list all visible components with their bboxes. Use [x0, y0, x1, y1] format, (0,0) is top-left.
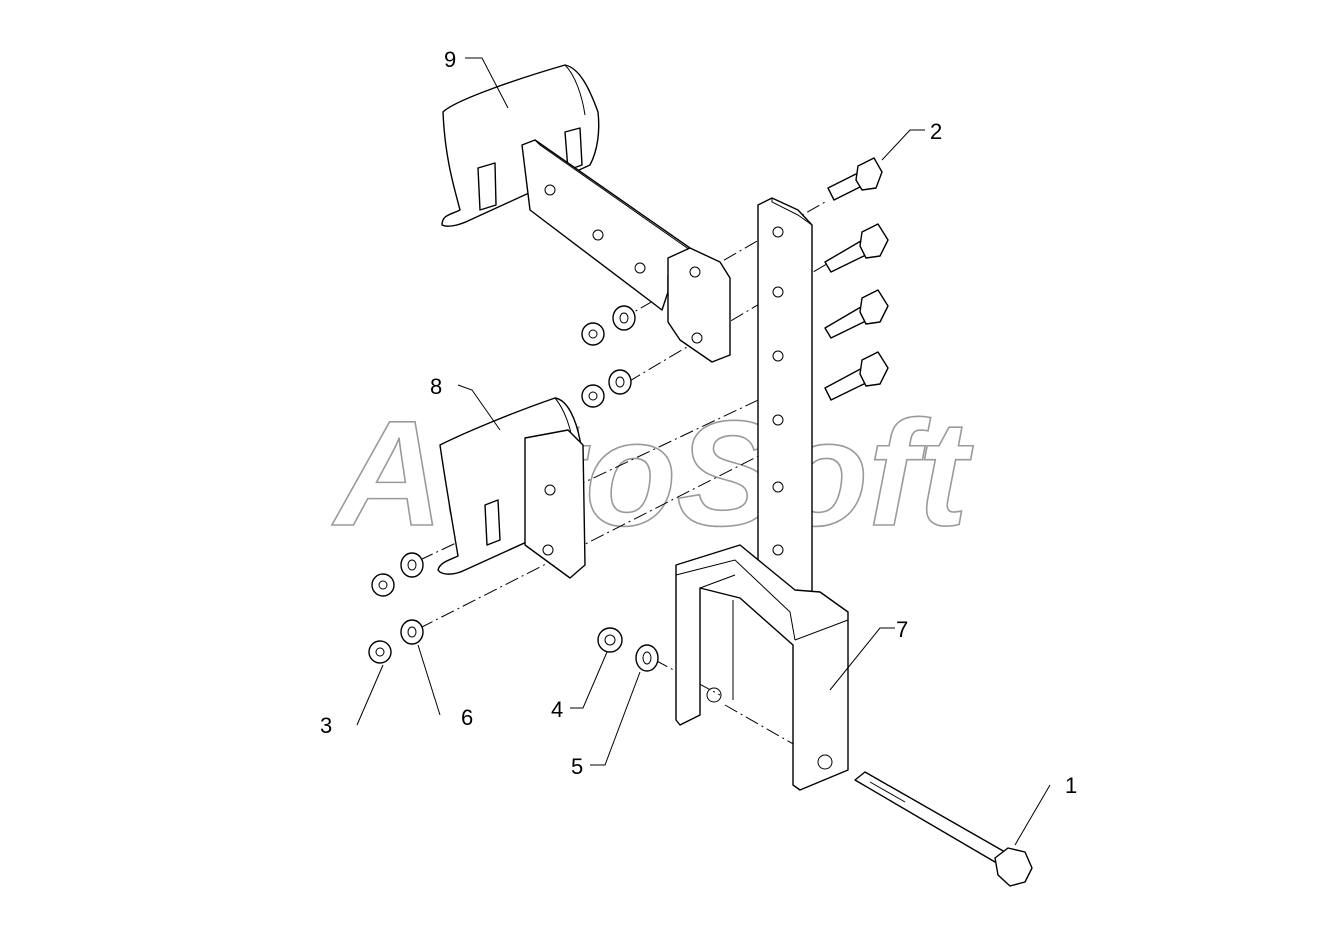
nut-4 — [597, 627, 623, 653]
bolt-2c — [824, 289, 889, 339]
nuts-and-washers — [368, 305, 659, 672]
bolt-2a — [827, 157, 883, 201]
bolt-2b — [824, 223, 889, 273]
washer-upper-2 — [608, 369, 632, 395]
callout-3: 3 — [320, 713, 332, 738]
callout-7: 7 — [896, 617, 908, 642]
watermark-text: AutoSoft — [331, 389, 974, 557]
nut-lower-1 — [371, 573, 395, 597]
callout-8: 8 — [430, 374, 442, 399]
part-9-upper-bracket — [441, 64, 731, 363]
part-1-long-bolt — [854, 771, 1033, 887]
nut-upper-1 — [581, 322, 605, 346]
washer-upper-1 — [612, 305, 636, 331]
washer-5 — [635, 644, 659, 672]
part-7-vertical-bar — [757, 197, 813, 619]
callout-1: 1 — [1065, 773, 1077, 798]
callout-5: 5 — [571, 754, 583, 779]
part-2-bolts — [824, 157, 889, 401]
part-7-u-bracket — [675, 544, 849, 791]
callout-2: 2 — [930, 119, 942, 144]
bolt-2d — [824, 351, 889, 401]
callout-6: 6 — [461, 705, 473, 730]
nut-upper-2 — [581, 384, 605, 408]
leader-lines — [356, 57, 1051, 846]
callout-9: 9 — [444, 47, 456, 72]
callout-labels: 1 2 3 4 5 6 7 8 9 — [320, 47, 1077, 798]
nut-3 — [368, 640, 392, 664]
part-8-lower-bracket — [437, 397, 586, 579]
callout-4: 4 — [551, 697, 563, 722]
washer-6 — [400, 619, 424, 645]
washer-lower-1 — [400, 552, 424, 578]
